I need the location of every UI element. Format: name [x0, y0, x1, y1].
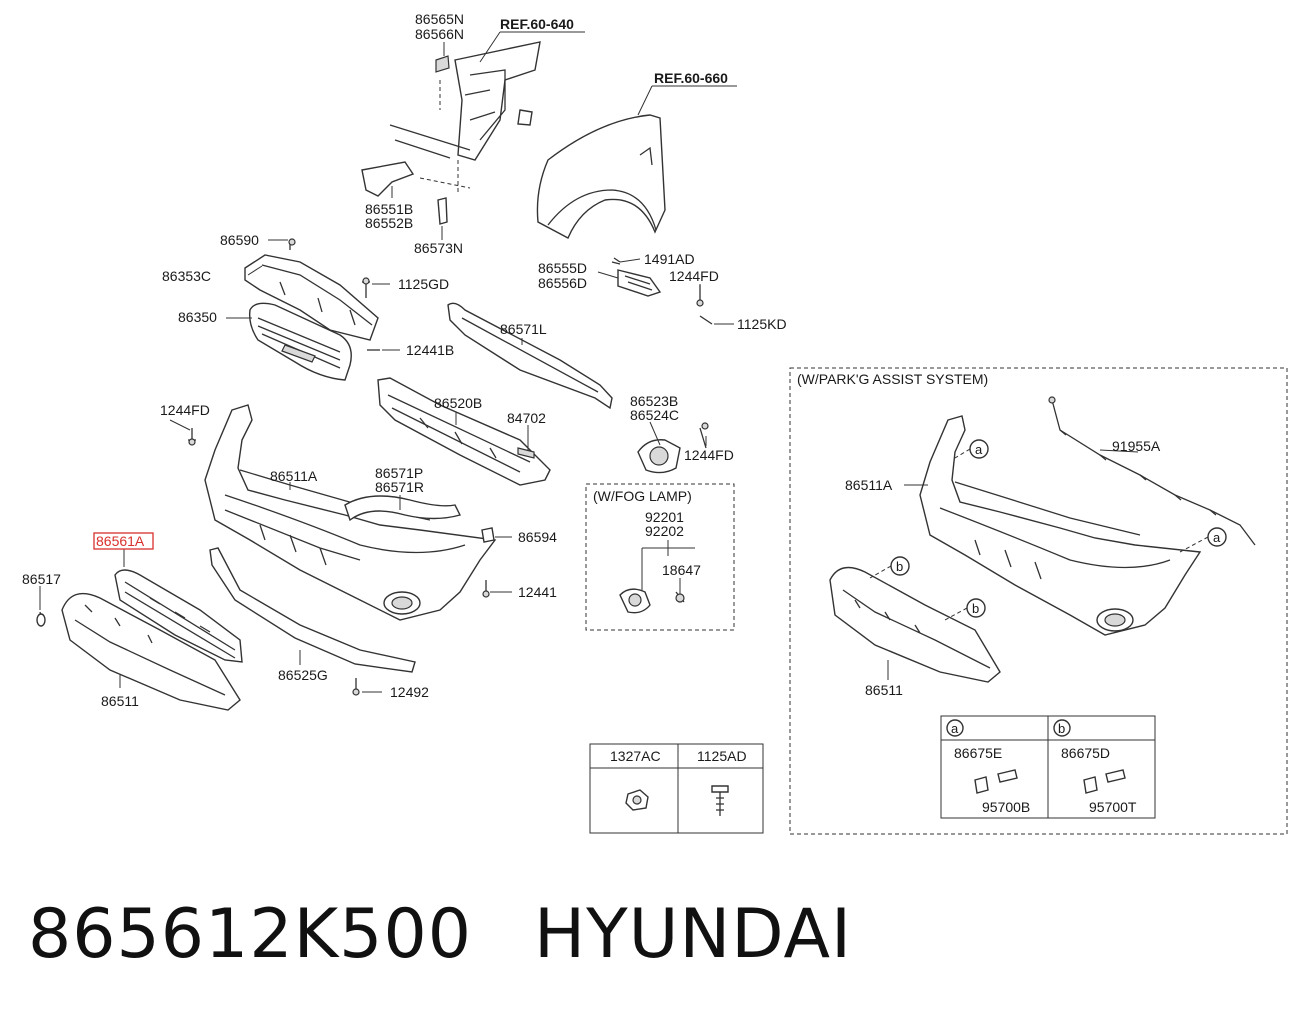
park-assist-labels: (W/PARK'G ASSIST SYSTEM) 91955A 86511A 8… [797, 371, 1221, 815]
label-86511A-park[interactable]: 86511A [845, 477, 893, 493]
label-86555D[interactable]: 86555D [538, 260, 587, 276]
leader-lines [39, 31, 1139, 693]
part-number: 865612K500 [28, 895, 472, 974]
grille-upper-bracket [244, 238, 379, 341]
label-95700B[interactable]: 95700B [982, 799, 1030, 815]
lower-garnish [61, 592, 241, 711]
label-1327AC[interactable]: 1327AC [610, 748, 661, 764]
label-86517[interactable]: 86517 [22, 571, 61, 587]
label-86523B[interactable]: 86523B [630, 393, 678, 409]
side-bracket [611, 257, 713, 325]
label-86511[interactable]: 86511 [101, 693, 139, 709]
label-1244FD-right[interactable]: 1244FD [684, 447, 734, 463]
label-1125KD[interactable]: 1125KD [737, 316, 787, 332]
fog-lamp-cover [637, 422, 709, 474]
label-86511A[interactable]: 86511A [270, 468, 318, 484]
bumper-beam [377, 377, 551, 486]
front-inner-panel [361, 41, 541, 225]
callout-a-2: a [1213, 530, 1221, 545]
label-86353C[interactable]: 86353C [162, 268, 211, 284]
ref-label-60-640[interactable]: REF.60-640 [500, 16, 574, 32]
label-86594[interactable]: 86594 [518, 529, 557, 545]
part-number-labels: 86565N 86566N 86551B 86552B 86573N 86590… [22, 11, 787, 709]
park-assist-box [789, 367, 1288, 835]
hardware-table [589, 743, 764, 834]
label-1125AD[interactable]: 1125AD [697, 748, 747, 764]
bolt-86517 [36, 611, 46, 627]
label-86561A-highlighted[interactable]: 86561A [96, 533, 145, 549]
park-box-title: (W/PARK'G ASSIST SYSTEM) [797, 371, 988, 387]
label-92202[interactable]: 92202 [645, 523, 684, 539]
label-18647[interactable]: 18647 [662, 562, 701, 578]
lower-grille [114, 569, 243, 663]
label-12441[interactable]: 12441 [518, 584, 557, 600]
lower-moulding [209, 547, 416, 673]
bumper-hardware-left [188, 428, 495, 696]
label-86520B[interactable]: 86520B [434, 395, 482, 411]
label-86551B[interactable]: 86551B [365, 201, 413, 217]
table-letter-a: a [951, 721, 959, 736]
label-86675D[interactable]: 86675D [1061, 745, 1110, 761]
label-95700T[interactable]: 95700T [1089, 799, 1137, 815]
front-fender [536, 114, 666, 239]
label-86571P[interactable]: 86571P [375, 465, 423, 481]
callout-b-1: b [896, 559, 903, 574]
label-86571L[interactable]: 86571L [500, 321, 547, 337]
hardware-table-labels: 1327AC 1125AD [610, 748, 747, 764]
label-86524C[interactable]: 86524C [630, 407, 679, 423]
highlight-box [93, 532, 154, 550]
label-86556D[interactable]: 86556D [538, 275, 587, 291]
parts-diagram: REF.60-640 REF.60-660 86565N 86566N 8655… [22, 11, 1288, 835]
fog-lamp-labels: (W/FOG LAMP) 92201 92202 18647 [593, 488, 701, 578]
callout-b-2: b [972, 601, 979, 616]
label-86573N[interactable]: 86573N [414, 240, 463, 256]
label-86565N[interactable]: 86565N [415, 11, 464, 27]
bumper-absorber [447, 302, 613, 410]
label-12441B[interactable]: 12441B [406, 342, 454, 358]
label-86571R[interactable]: 86571R [375, 479, 424, 495]
label-91955A[interactable]: 91955A [1112, 438, 1161, 454]
label-1244FD-left[interactable]: 1244FD [160, 402, 210, 418]
label-86511-park[interactable]: 86511 [865, 682, 903, 698]
label-86590[interactable]: 86590 [220, 232, 259, 248]
table-letter-b: b [1058, 721, 1065, 736]
ref-label-60-660[interactable]: REF.60-660 [654, 70, 728, 86]
label-1491AD[interactable]: 1491AD [644, 251, 695, 267]
label-86552B[interactable]: 86552B [365, 215, 413, 231]
part-caption: 865612K500 HYUNDAI [28, 885, 852, 985]
label-84702[interactable]: 84702 [507, 410, 546, 426]
radiator-grille [248, 302, 352, 381]
label-86566N[interactable]: 86566N [415, 26, 464, 42]
reference-labels: REF.60-640 REF.60-660 [500, 16, 728, 86]
fog-lamp-box [585, 483, 735, 631]
label-86525G[interactable]: 86525G [278, 667, 328, 683]
front-bumper-cover [204, 404, 497, 621]
label-86350[interactable]: 86350 [178, 309, 217, 325]
label-12492[interactable]: 12492 [390, 684, 429, 700]
label-86675E[interactable]: 86675E [954, 745, 1002, 761]
callout-a-1: a [975, 442, 983, 457]
label-1244FD-upper[interactable]: 1244FD [669, 268, 719, 284]
small-bolts-upper [362, 277, 380, 351]
brand-name: HYUNDAI [533, 895, 853, 974]
fog-box-title: (W/FOG LAMP) [593, 488, 692, 504]
label-92201[interactable]: 92201 [645, 509, 684, 525]
label-1125GD[interactable]: 1125GD [398, 276, 449, 292]
